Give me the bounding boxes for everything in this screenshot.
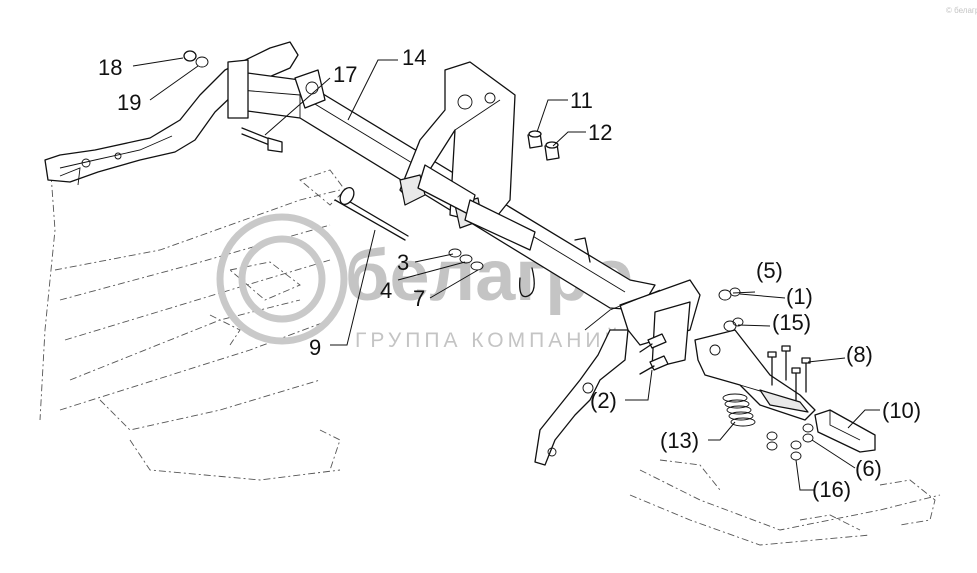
- u-bolt: [519, 237, 591, 298]
- callout-10: (10): [882, 398, 921, 423]
- callout-16: (16): [812, 477, 851, 502]
- callout-17: 17: [333, 62, 357, 87]
- callout-2: (2): [590, 388, 617, 413]
- callout-12: 12: [588, 120, 612, 145]
- callout-labels: 18 19 17 14 11 12 3 4 7 9 (5) (1) (15) (…: [98, 45, 921, 502]
- callout-15: (15): [772, 310, 811, 335]
- leader-lines: [132, 57, 880, 491]
- corner-watermark: © белагро: [946, 6, 977, 15]
- callout-5: (5): [756, 258, 783, 283]
- callout-11: 11: [570, 88, 593, 113]
- nut-18-washer-19: [183, 50, 209, 68]
- callout-13: (13): [660, 428, 699, 453]
- bolt-17: [241, 127, 283, 153]
- callout-18: 18: [98, 55, 122, 80]
- beam-inserts: [417, 164, 536, 251]
- callout-3: 3: [397, 250, 409, 275]
- washers-3-4-7: [448, 248, 484, 271]
- callout-9: 9: [309, 335, 321, 360]
- watermark-tagline: ГРУППА КОМПАНИЙ: [355, 328, 624, 352]
- hitch-bracket-15: [694, 329, 816, 421]
- callout-6: (6): [855, 456, 882, 481]
- right-hitch-arm: [534, 279, 701, 466]
- bushings-11-12: [527, 130, 560, 161]
- plate-bolts: [639, 333, 669, 375]
- callout-1: (1): [786, 284, 813, 309]
- callout-7: 7: [413, 286, 425, 311]
- bolts-8: [767, 345, 811, 401]
- drawbar-10: [814, 409, 876, 453]
- upright-bracket: [399, 61, 516, 229]
- nuts-6-16: [766, 423, 814, 461]
- callout-14: 14: [402, 45, 426, 70]
- callout-19: 19: [117, 90, 141, 115]
- background-machine-outline: [39, 159, 941, 546]
- callout-4: 4: [380, 278, 392, 303]
- left-support-arm: [44, 41, 299, 186]
- callout-8: (8): [846, 342, 873, 367]
- spring-13: [722, 393, 756, 427]
- long-pin-9: [334, 186, 409, 241]
